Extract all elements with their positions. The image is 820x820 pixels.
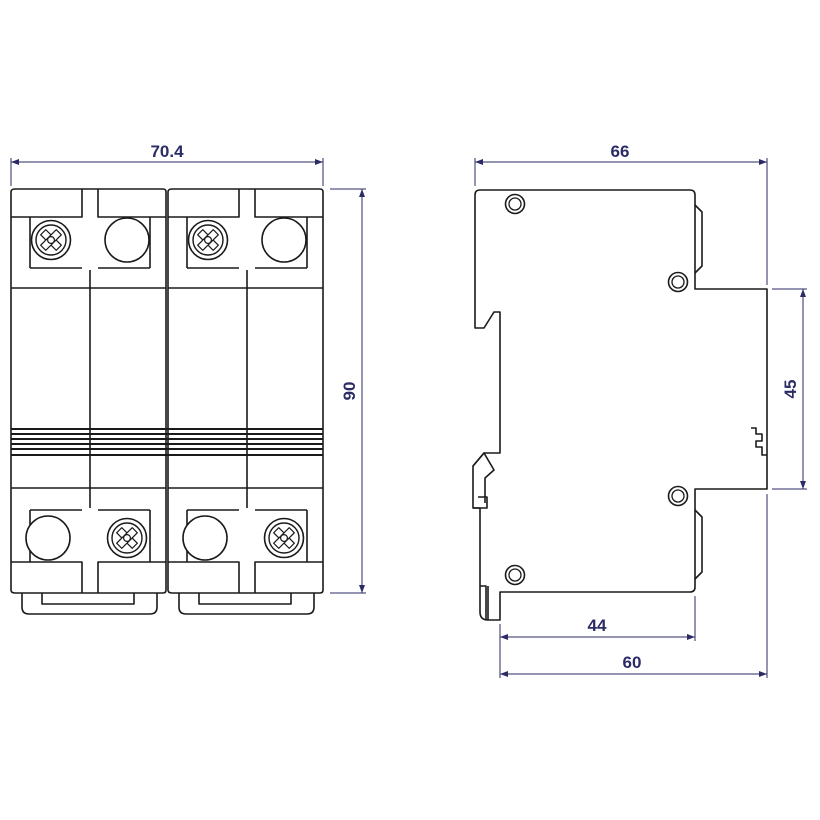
pole-2-outline [167, 188, 324, 594]
pole-1-top-screw-icon [30, 219, 72, 261]
front-pole-1 [10, 188, 167, 615]
side-top-right-screw-icon [667, 271, 689, 293]
side-top-left-screw-icon [504, 193, 526, 215]
pole-1-din-clip [21, 593, 158, 615]
side-bottom-right-screw-icon [667, 485, 689, 507]
pole-1-top-clamp-sides [29, 217, 151, 268]
side-view [472, 189, 768, 621]
pole-1-top-terminal-icon [104, 217, 150, 263]
front-view [10, 188, 324, 615]
pole-1-outline [10, 188, 167, 594]
pole-2-top-screw-icon [187, 219, 229, 261]
pole-1-top-clamp-frame [11, 189, 166, 218]
toggle-ribs [11, 428, 323, 456]
pole-1-bottom-terminal-icon [25, 515, 71, 561]
pole-2-top-clamp-sides [186, 217, 308, 268]
front-dimensions [10, 158, 366, 594]
pole-2-din-clip [178, 593, 315, 615]
pole-2-bottom-screw-icon [263, 517, 305, 559]
side-din-latch [472, 452, 495, 509]
front-width-label: 70.4 [150, 142, 184, 161]
side-rail-depth-label: 60 [623, 653, 642, 672]
side-shoulder-height-label: 45 [781, 380, 800, 399]
pole-2-bottom-terminal-icon [182, 515, 228, 561]
pole-2-top-clamp-frame [168, 189, 323, 218]
front-height-label: 90 [340, 382, 359, 401]
pole-2-bottom-clamp [168, 509, 323, 593]
side-shoulder-notch-bottom [694, 509, 703, 580]
side-bottom-left-screw-icon [504, 564, 526, 586]
side-dimensions [474, 158, 807, 678]
side-body-outline [472, 189, 768, 621]
side-din-foot [480, 585, 489, 620]
front-pole-2 [167, 188, 324, 615]
pole-2-top-terminal-icon [261, 217, 307, 263]
pole-1-bottom-screw-icon [106, 517, 148, 559]
side-depth-label: 66 [611, 142, 630, 161]
side-shoulder-notch-top [694, 204, 703, 274]
side-front-terminal-notch [751, 427, 767, 456]
side-front-offset-label: 44 [588, 616, 607, 635]
pole-1-bottom-clamp [11, 509, 166, 593]
